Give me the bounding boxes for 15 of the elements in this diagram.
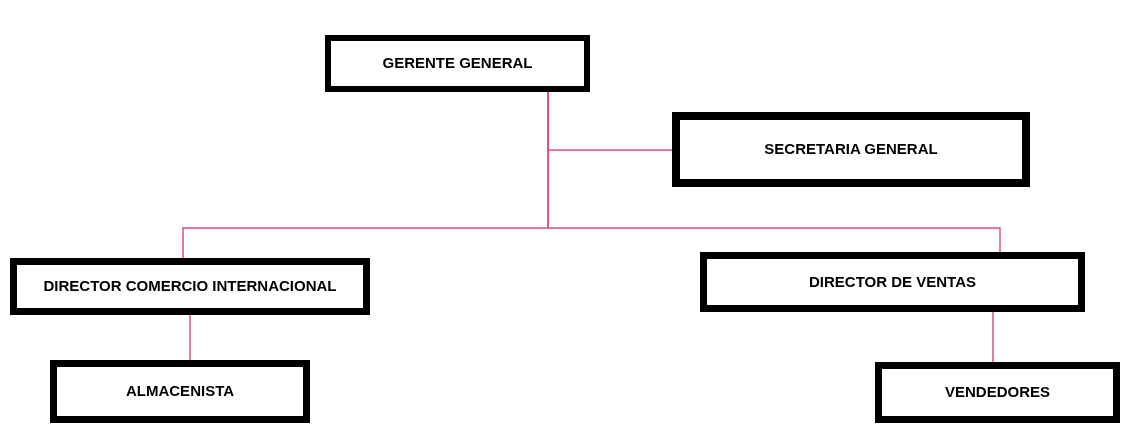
- connector-line: [992, 311, 994, 363]
- org-box: [672, 112, 1030, 187]
- org-box: [700, 252, 1085, 312]
- org-box: [50, 360, 310, 423]
- role-label: DIRECTOR DE VENTAS: [808, 273, 977, 291]
- role-label: DIRECTOR COMERCIO INTERNACIONAL: [42, 278, 338, 295]
- role-label: GERENTE GENERAL: [381, 55, 534, 72]
- role-label: ALMACENISTA: [124, 383, 235, 400]
- org-box: [10, 258, 370, 315]
- org-box: [875, 362, 1120, 423]
- connector-line: [547, 91, 1001, 253]
- org-box: [325, 35, 590, 92]
- role-label: VENDEDORES: [944, 384, 1051, 401]
- role-label: SECRETARIA GENERAL: [763, 141, 939, 158]
- connector-line: [189, 314, 191, 361]
